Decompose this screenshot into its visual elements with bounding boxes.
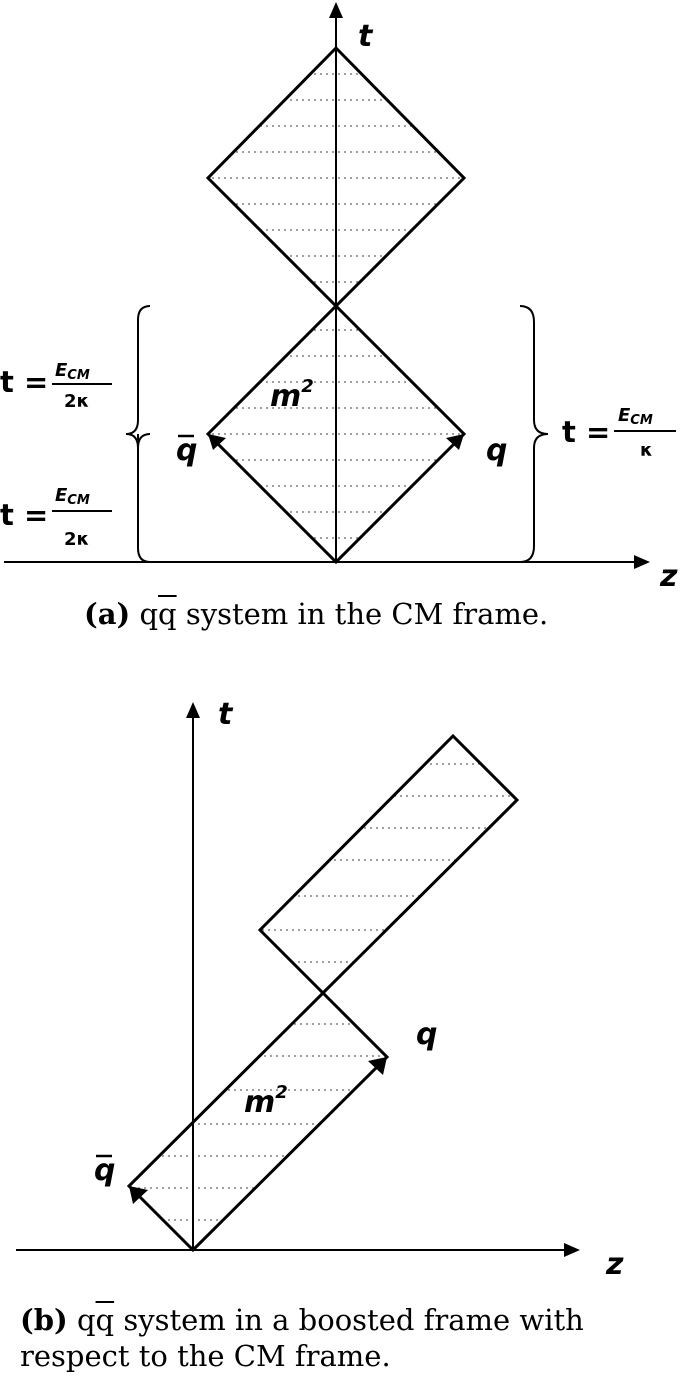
- upper-rectangle: [257, 733, 520, 996]
- svg-text:t =: t =: [0, 365, 48, 399]
- z-axis-label-a: z: [659, 559, 678, 594]
- lower-rect-hatch: [129, 1023, 387, 1221]
- svg-text:t =: t =: [562, 415, 610, 449]
- caption-a: (a) qq system in the CM frame.: [84, 597, 549, 631]
- m2-label-b: m2: [244, 1082, 288, 1120]
- lower-rectangle: [126, 990, 390, 1253]
- lower-time-label: t = ECM 2κ: [0, 485, 112, 550]
- svg-text:t =: t =: [0, 498, 48, 532]
- caption-b-line1: (b) qq system in a boosted frame with: [20, 1303, 584, 1337]
- z-axis-arrowhead-b: [564, 1243, 580, 1257]
- m2-label-a: m2: [270, 376, 314, 414]
- left-upper-brace: [125, 305, 151, 449]
- qbar-arrowhead-b: [129, 1186, 148, 1204]
- upper-time-label: t = ECM 2κ: [0, 360, 112, 412]
- q-arrowhead-b: [368, 1057, 387, 1075]
- qbar-arrowhead-a: [208, 434, 226, 450]
- right-brace: [519, 305, 549, 563]
- t-axis-label-b: t: [218, 697, 234, 732]
- qbar-label-b: q: [94, 1153, 115, 1188]
- svg-text:ECM: ECM: [55, 485, 90, 508]
- t-axis-arrowhead-b: [186, 702, 200, 718]
- qbar-label-a: q: [176, 433, 197, 468]
- q-arrowhead-a: [446, 434, 464, 450]
- panel-a: t z m2 q q t = ECM 2κ t = ECM 2κ t = ECM…: [0, 2, 678, 594]
- svg-text:2κ: 2κ: [64, 391, 89, 412]
- svg-text:κ: κ: [640, 440, 653, 461]
- left-lower-brace: [137, 433, 151, 563]
- t-axis-label-a: t: [358, 19, 374, 54]
- q-label-b: q: [416, 1017, 437, 1052]
- svg-text:ECM: ECM: [55, 360, 90, 383]
- q-label-a: q: [486, 433, 507, 468]
- z-axis-arrowhead-a: [634, 555, 650, 569]
- z-axis-label-b: z: [605, 1247, 624, 1282]
- caption-b-line2: respect to the CM frame.: [20, 1339, 391, 1373]
- svg-text:ECM: ECM: [618, 405, 653, 428]
- right-time-label: t = ECM κ: [562, 405, 676, 461]
- caption-b: (b) qq system in a boosted frame with re…: [20, 1302, 680, 1374]
- svg-text:2κ: 2κ: [64, 529, 89, 550]
- panel-b: t z m2 q q: [16, 697, 624, 1282]
- upper-rect-hatch: [260, 763, 517, 963]
- t-axis-arrowhead-a: [329, 2, 343, 18]
